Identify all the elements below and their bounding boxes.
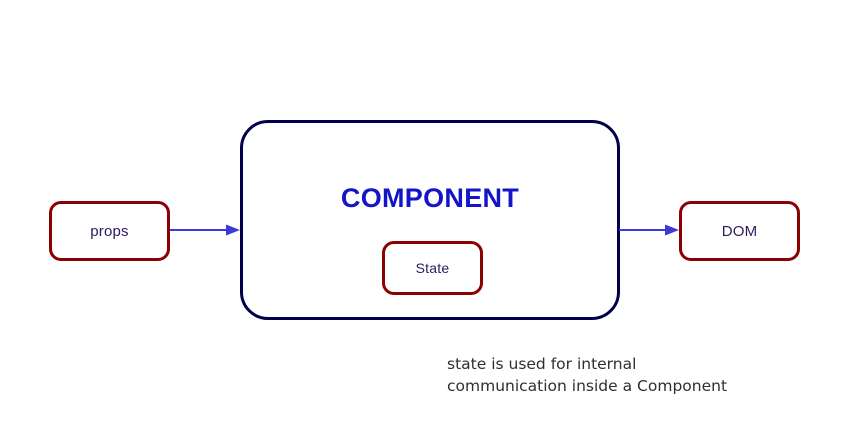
- node-component: COMPONENT State: [240, 120, 620, 320]
- node-dom-label: DOM: [721, 222, 758, 240]
- node-state-label: State: [415, 260, 450, 276]
- arrow-component-to-dom: [619, 223, 680, 237]
- node-props: props: [49, 201, 170, 261]
- node-dom: DOM: [679, 201, 800, 261]
- diagram-caption: state is used for internal communication…: [447, 355, 728, 395]
- node-props-label: props: [90, 222, 129, 240]
- arrow-props-to-component: [170, 223, 241, 237]
- node-component-title: COMPONENT: [340, 183, 520, 213]
- node-state: State: [382, 241, 483, 295]
